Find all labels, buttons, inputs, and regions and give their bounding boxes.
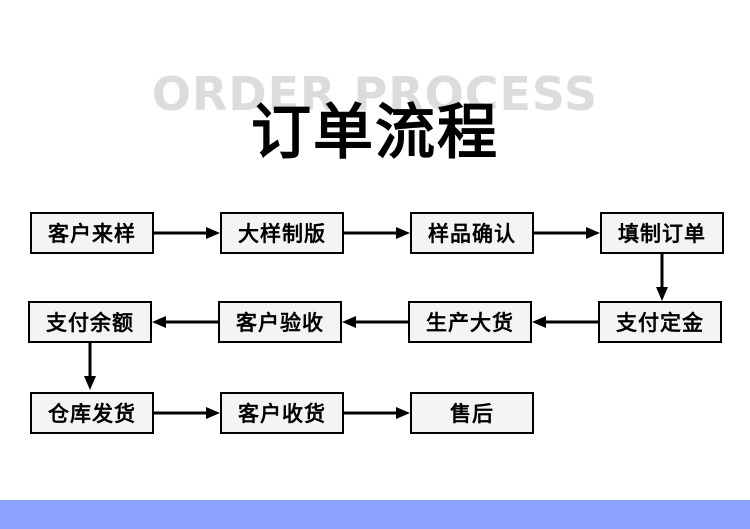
flow-node-r2c1[interactable]: 支付余额 <box>28 301 152 343</box>
flow-node-r2c3[interactable]: 生产大货 <box>408 301 532 343</box>
page-title: 订单流程 <box>251 98 499 168</box>
flow-node-r1c3[interactable]: 样品确认 <box>410 212 534 254</box>
arrow-r1c4-to-r2c4 <box>654 254 670 301</box>
arrow-r3c2-to-r3c3 <box>344 405 410 421</box>
flow-node-r1c1[interactable]: 客户来样 <box>30 212 154 254</box>
flow-node-r3c3[interactable]: 售后 <box>410 392 534 434</box>
flow-node-r1c4[interactable]: 填制订单 <box>600 212 724 254</box>
arrow-r2c3-to-r2c2 <box>342 314 408 330</box>
flow-node-r3c2[interactable]: 客户收货 <box>220 392 344 434</box>
ghost-title-order-process: ORDER PROCESS <box>151 67 599 121</box>
arrow-r1c3-to-r1c4 <box>534 225 600 241</box>
flow-node-r3c1[interactable]: 仓库发货 <box>30 392 154 434</box>
arrow-r1c2-to-r1c3 <box>344 225 410 241</box>
flow-node-r1c2[interactable]: 大样制版 <box>220 212 344 254</box>
arrow-r2c4-to-r2c3 <box>532 314 598 330</box>
footer-color-bar <box>0 500 750 529</box>
arrow-r3c1-to-r3c2 <box>154 405 220 421</box>
arrow-r1c1-to-r1c2 <box>154 225 220 241</box>
flow-node-r2c2[interactable]: 客户验收 <box>218 301 342 343</box>
arrow-r2c2-to-r2c1 <box>152 314 218 330</box>
header: ORDER PROCESS 订单流程 <box>0 0 750 190</box>
arrow-r2c1-to-r3c1 <box>82 343 98 390</box>
flow-node-r2c4[interactable]: 支付定金 <box>598 301 722 343</box>
